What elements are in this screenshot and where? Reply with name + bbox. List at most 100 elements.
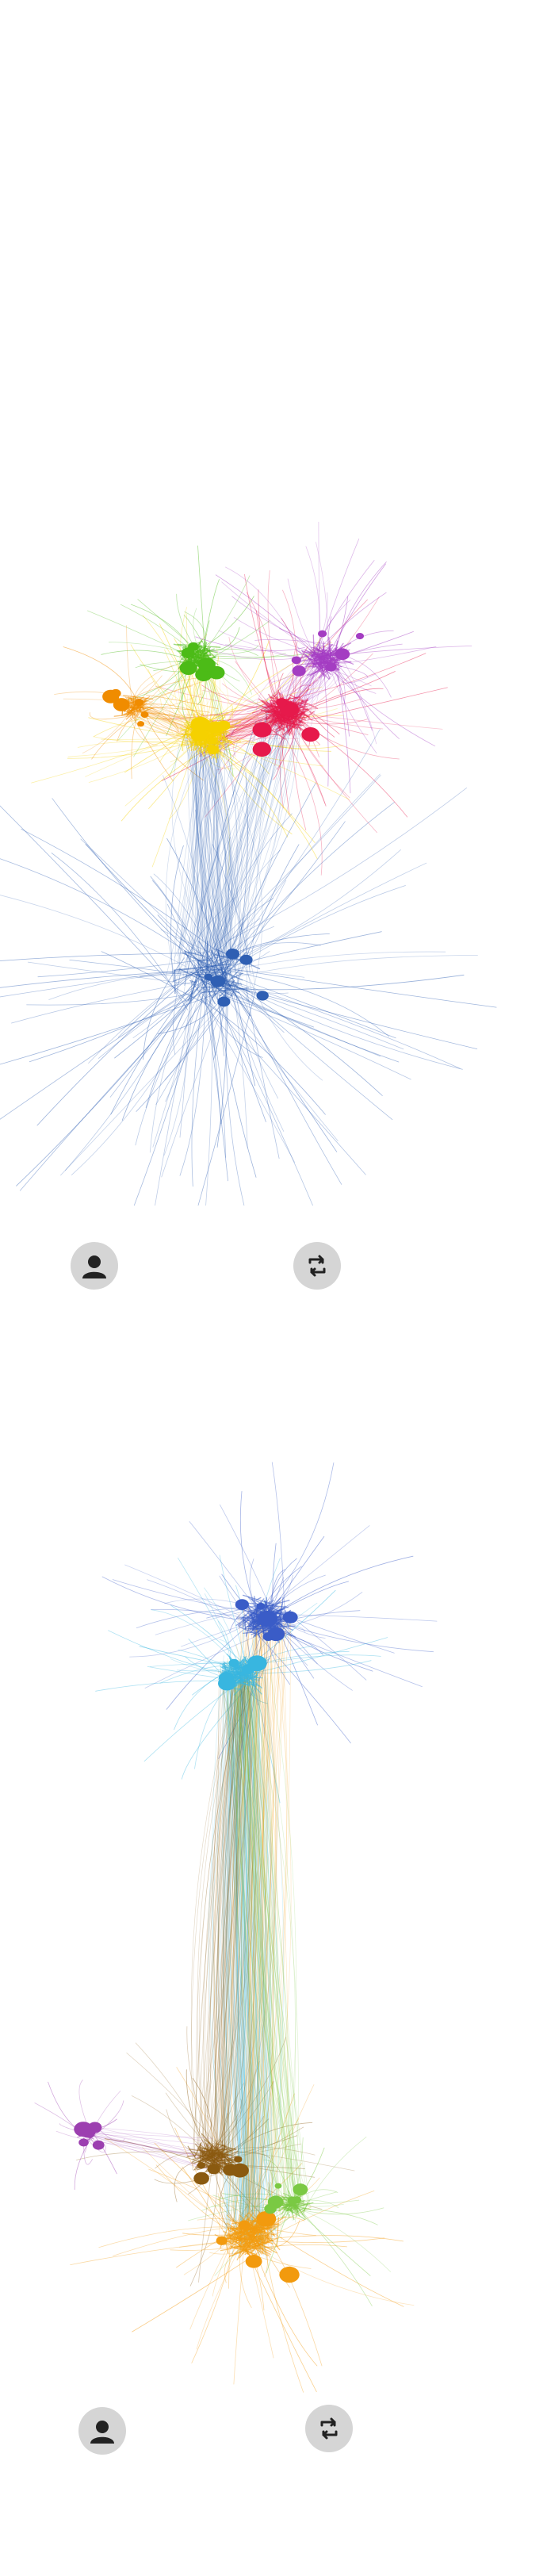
edge [26,993,194,1006]
edge [217,2161,316,2178]
node [113,698,130,711]
link [227,1670,251,2244]
edge [211,2205,294,2211]
link [221,1680,246,2158]
link [177,739,214,970]
link [216,749,238,958]
edge [0,953,206,961]
core-edge [139,707,142,714]
link [242,1608,258,2238]
edge [220,1505,273,1612]
edge [138,704,179,733]
edge [233,983,393,1121]
core-edge [220,1666,241,1679]
link [248,1612,276,2213]
link [220,1668,241,2158]
core-edge [275,722,282,730]
link [265,1676,285,2198]
edge [231,976,342,1185]
link [229,1673,251,2240]
core-edge [276,2217,280,2248]
link [237,1695,262,2249]
link [255,1678,271,2253]
link [201,1685,258,2156]
edge [55,2130,93,2141]
link [220,1678,260,2154]
edge [132,2252,259,2333]
edge [150,876,213,979]
link [169,670,191,747]
link [203,1685,242,2164]
link [184,729,204,969]
link [244,1599,281,2238]
edge [77,741,193,748]
core-edge [219,979,235,997]
link [250,1625,264,2225]
edge [110,958,215,1115]
core-edge [203,642,208,652]
edge [128,680,155,715]
link [234,1669,251,2233]
core-edge [142,700,147,708]
edge [229,971,390,1037]
link [191,703,277,984]
edge [147,669,191,730]
node [318,630,327,638]
link [192,750,224,986]
link [240,1674,249,2241]
retweet-button[interactable] [293,1242,341,1290]
link [175,719,261,982]
edge [52,798,213,981]
core-edge [239,2232,253,2236]
node [181,647,195,658]
edge [189,2164,218,2287]
link [223,733,239,975]
link [178,736,197,956]
edge [203,987,228,1182]
link [240,1664,261,2248]
link [239,1615,292,2256]
link [223,726,288,960]
link [247,1669,279,2201]
link [239,1658,299,2197]
link [216,1662,251,2152]
link [235,1681,254,2232]
node [325,662,337,672]
user-button[interactable] [78,2407,126,2455]
edge [207,596,254,645]
link [218,1662,251,2164]
link [197,746,235,964]
node [84,2129,95,2138]
edge [101,1576,260,1623]
user-button[interactable] [71,1242,118,1290]
edge [90,2100,124,2138]
link [247,1666,295,2198]
link [190,738,194,949]
edge [179,972,206,1176]
link [206,740,254,1005]
node [239,954,253,965]
link [235,1643,267,2238]
edge [184,970,232,1029]
link [186,745,230,969]
link [187,752,216,1000]
link [178,741,198,969]
link [247,1666,272,2230]
core-edge [335,662,342,668]
edge [247,2055,260,2218]
edge [218,630,317,663]
link [201,733,225,966]
core-edge [205,2147,224,2163]
link [186,730,204,987]
edge [250,2115,258,2229]
node [252,722,272,738]
link [220,1686,246,2151]
link [246,1662,272,2237]
link [213,1627,251,2231]
retweet-button[interactable] [305,2405,353,2452]
link [254,1658,294,2198]
edge [198,995,263,1058]
link [246,1673,253,2229]
link [242,1669,296,2223]
core-edge [211,949,231,988]
